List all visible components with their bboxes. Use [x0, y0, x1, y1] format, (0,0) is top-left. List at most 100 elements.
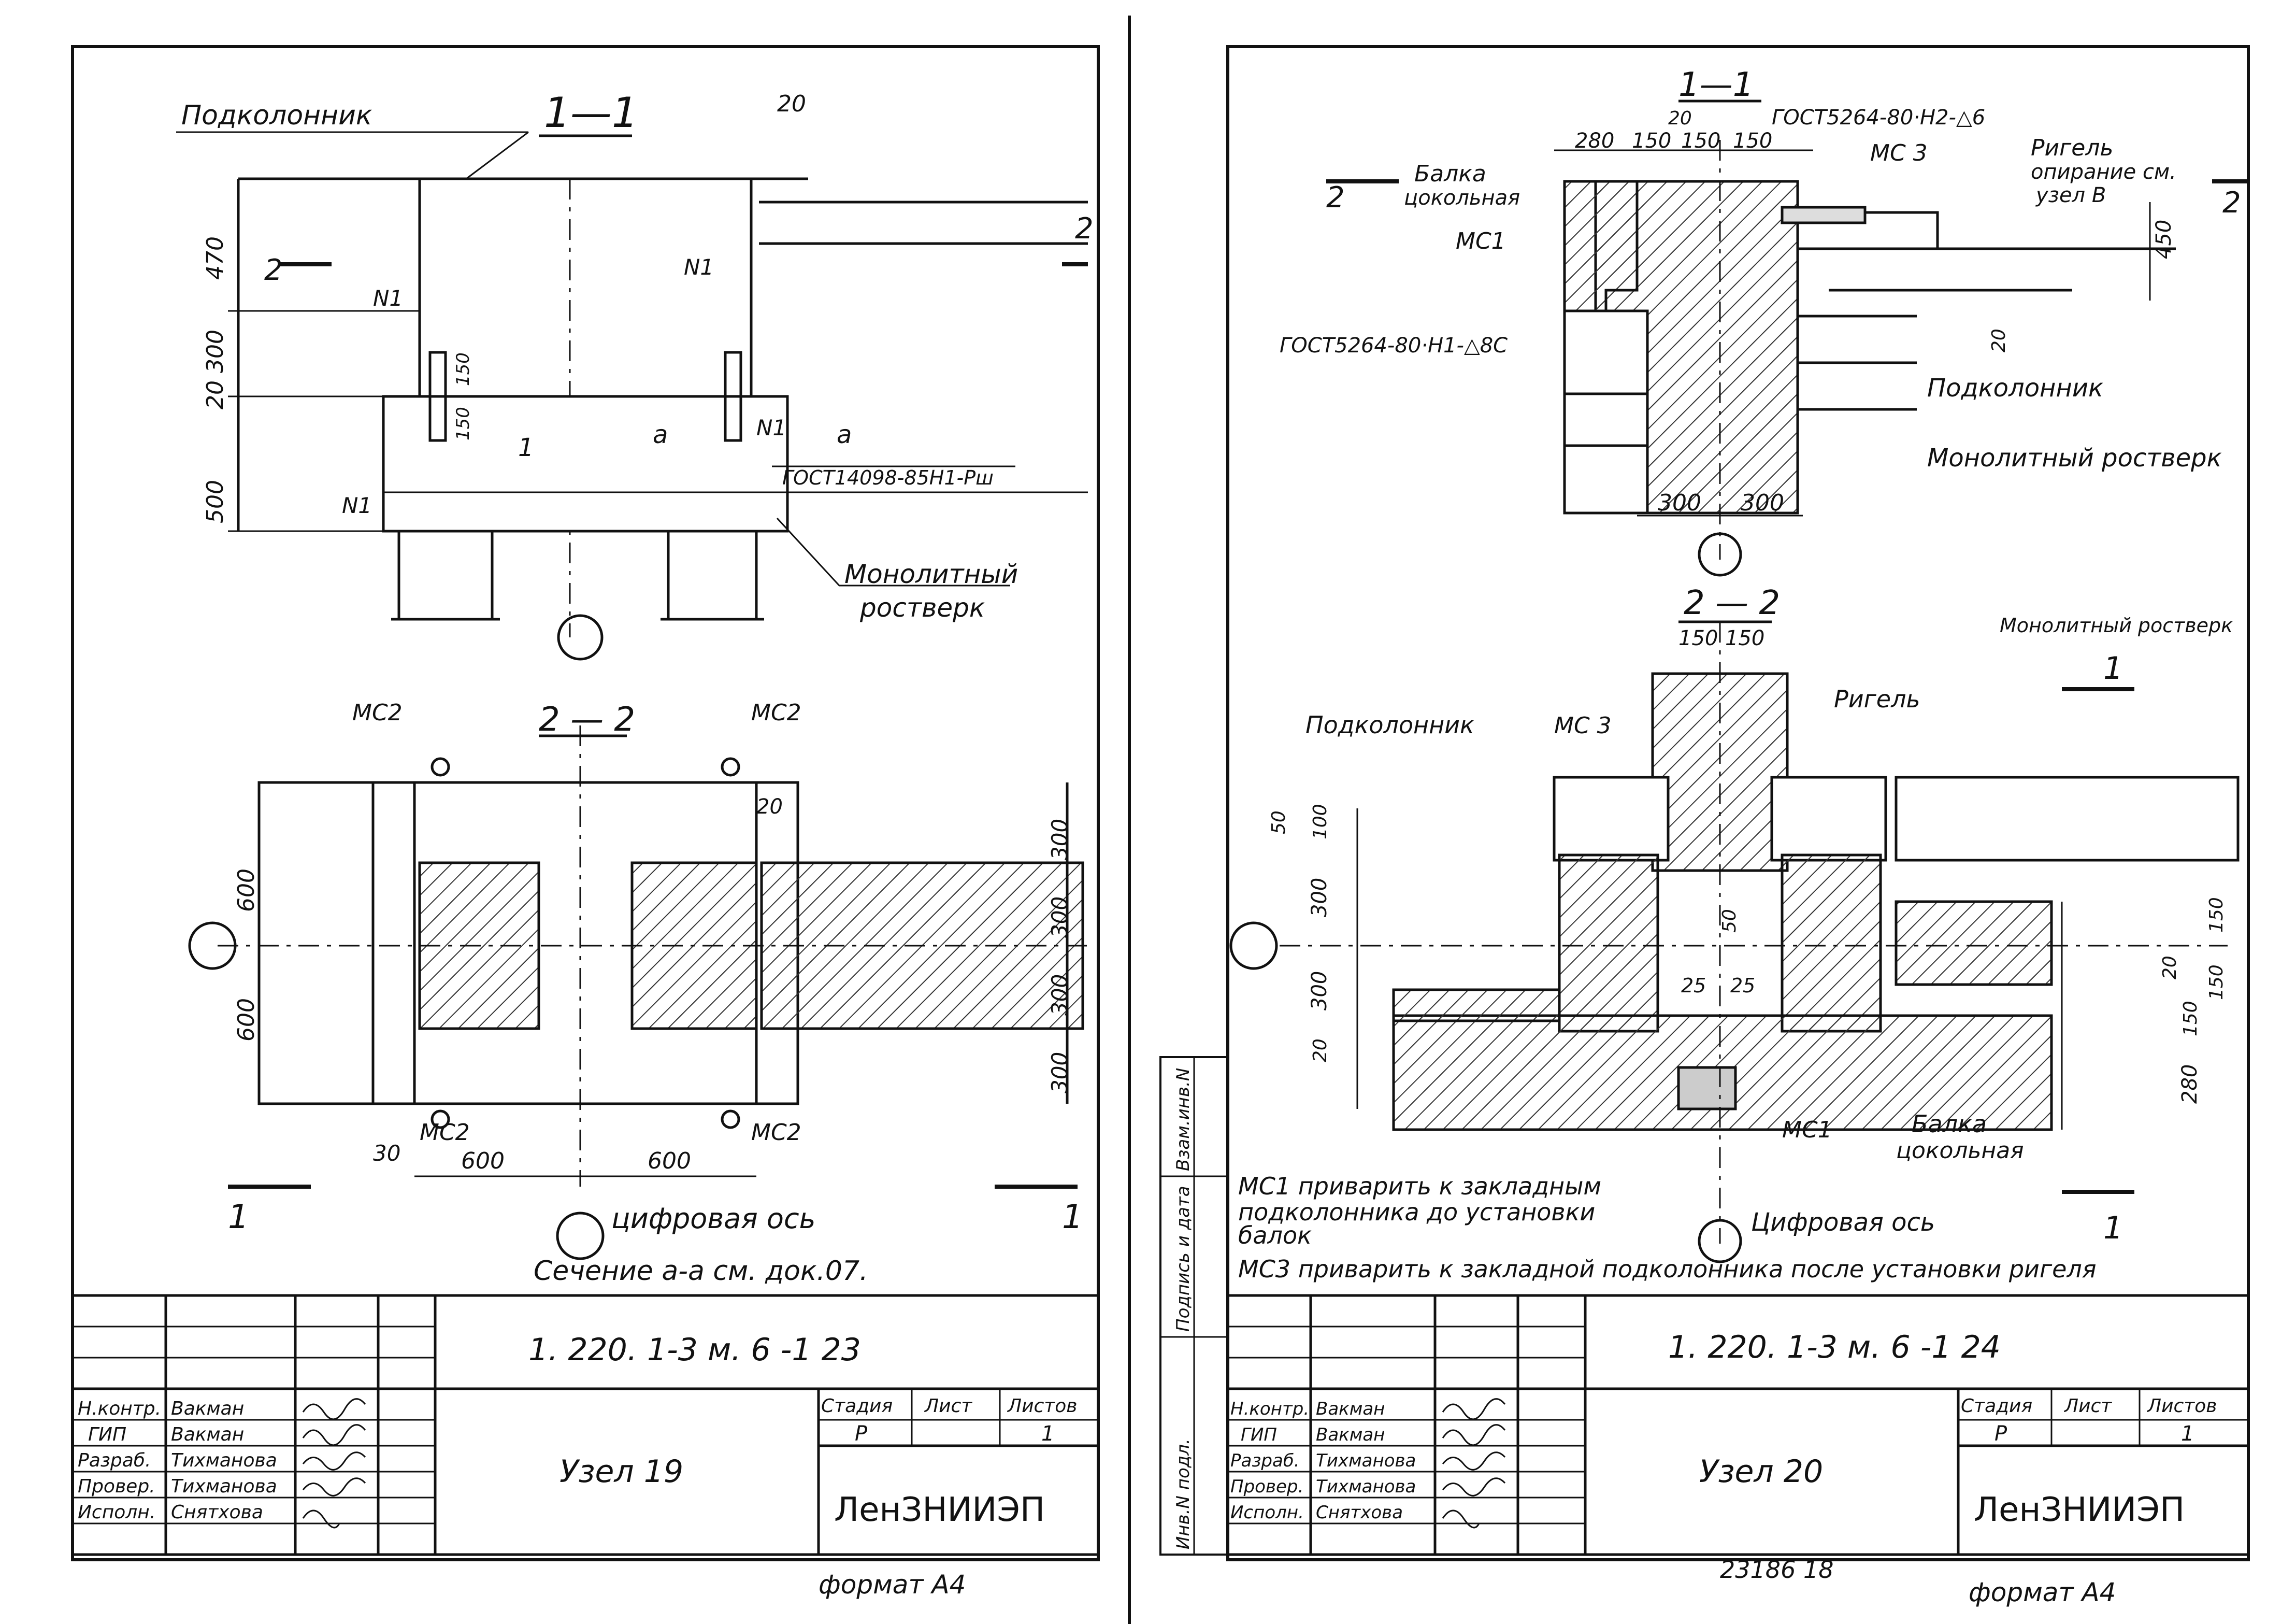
left-name-3: Тихманова	[171, 1476, 277, 1497]
left-dim-300-3: 300	[1047, 974, 1072, 1016]
right-side-stamp-1: Подпись и дата	[1173, 1186, 1194, 1332]
right-bottom-numbers: 23186 18	[1720, 1556, 1834, 1584]
left-section-2-2	[188, 725, 1088, 1260]
right-name-3: Тихманова	[1316, 1476, 1416, 1497]
left-format: формат А4	[819, 1570, 966, 1600]
left-mc2-tl: МС2	[352, 700, 403, 726]
right-dim-300a: 300	[1658, 490, 1701, 516]
left-marker-1-left: 1	[228, 1198, 249, 1236]
left-label-rostverk-1: Монолитный	[844, 559, 1018, 589]
right-node-title: Узел 20	[1699, 1454, 1823, 1490]
left-dim-470: 470	[202, 236, 228, 280]
right-org: ЛенЗНИИЭП	[1974, 1491, 2185, 1529]
left-dim-20: 20	[202, 380, 228, 409]
left-dim-600-h1: 600	[461, 1148, 505, 1174]
right-2-2-mc3: МС 3	[1554, 713, 1612, 739]
right-note-1: подколонника до установки	[1238, 1198, 1595, 1226]
left-signatures	[302, 1398, 366, 1529]
right-dim-150b: 150	[1681, 129, 1720, 153]
right-2-2-dim-50: 50	[1268, 810, 1289, 834]
right-section-1-1-title: 1—1	[1678, 66, 1754, 104]
left-name-1: Вакман	[171, 1424, 244, 1445]
left-dim-600-top: 600	[233, 868, 260, 912]
left-dim-600-bot: 600	[233, 998, 260, 1042]
left-name-4: Снятхова	[171, 1502, 263, 1523]
right-label-rigel-1: Ригель	[2031, 135, 2113, 161]
left-section-1-1-title: 1—1	[544, 89, 638, 137]
right-dim-20: 20	[1668, 108, 1692, 129]
right-frame	[1226, 45, 2250, 1561]
right-role-1: ГИП	[1241, 1424, 1277, 1445]
right-gost-left: ГОСТ5264-80·Н1-△8С	[1280, 334, 1508, 358]
left-dim-300-2: 300	[1047, 896, 1072, 938]
left-role-4: Исполн.	[78, 1502, 155, 1523]
left-mc2-bl: МС2	[420, 1119, 470, 1146]
left-section-2-2-title: 2 — 2	[539, 701, 635, 739]
right-2-2-dim-150e: 150	[2180, 1001, 2201, 1036]
left-marker-1-right: 1	[1062, 1198, 1083, 1236]
left-node-title: Узел 19	[559, 1454, 683, 1490]
right-title-block	[1226, 1294, 2250, 1556]
right-2-2-dim-20: 20	[1310, 1038, 1331, 1062]
right-sheet-value: 1	[2181, 1422, 2194, 1446]
left-dim-30: 30	[373, 1141, 400, 1166]
left-sheets-header: Листов	[1007, 1395, 1077, 1417]
right-2-2-axis-label: Цифровая ось	[1751, 1208, 1935, 1237]
right-2-2-dim-280: 280	[2178, 1064, 2202, 1104]
right-sheets-header: Листов	[2146, 1395, 2217, 1417]
right-stage-value: Р	[1994, 1422, 2007, 1446]
right-dim-450: 450	[2152, 220, 2176, 259]
left-stage-header: Стадия	[821, 1395, 893, 1417]
left-dim-500: 500	[202, 480, 228, 523]
left-dim-300-1: 300	[1047, 819, 1072, 860]
right-signatures	[1442, 1398, 1506, 1529]
right-2-2-label-balka-2: цокольная	[1896, 1137, 2024, 1164]
right-2-2-label-balka-1: Балка	[1912, 1110, 1987, 1138]
left-section-a-right: а	[837, 420, 852, 449]
left-mc2-tr: МС2	[751, 700, 801, 726]
left-dim-600-h2: 600	[648, 1148, 691, 1174]
right-mc3: МС 3	[1870, 140, 1928, 166]
left-role-3: Провер.	[78, 1476, 155, 1497]
right-format: формат А4	[1969, 1577, 2116, 1607]
right-stage-header: Стадия	[1961, 1395, 2032, 1417]
right-note-3: МС3 приварить к закладной подколонника п…	[1238, 1255, 2097, 1283]
left-sheet-header: Лист	[924, 1395, 972, 1417]
right-2-2-marker-1-top: 1	[2103, 650, 2123, 687]
right-dim-300b: 300	[1741, 490, 1784, 516]
right-2-2-dim-300a: 300	[1308, 878, 1331, 917]
right-label-rigel-3: узел В	[2035, 183, 2106, 207]
right-role-3: Провер.	[1230, 1476, 1303, 1497]
right-note-2: балок	[1238, 1221, 1312, 1249]
right-2-2-dim-25b: 25	[1730, 974, 1755, 997]
right-2-2-marker-1-bot: 1	[2103, 1210, 2123, 1246]
left-n1-b: N1	[684, 254, 714, 280]
right-2-2-dim-300b: 300	[1308, 971, 1331, 1010]
left-dim-300-4: 300	[1047, 1052, 1072, 1093]
right-name-1: Вакман	[1316, 1424, 1385, 1445]
right-gost-top: ГОСТ5264-80·Н2-△6	[1772, 106, 1985, 130]
right-2-2-mc1: МС1	[1782, 1117, 1832, 1143]
right-side-stamp-2: Взам.инв.N	[1173, 1068, 1194, 1171]
right-role-2: Разраб.	[1230, 1450, 1300, 1471]
right-dim-280: 280	[1575, 129, 1614, 153]
right-side-stamp-0: Инв.N подл.	[1173, 1438, 1194, 1549]
left-role-2: Разраб.	[78, 1450, 151, 1471]
right-role-4: Исполн.	[1230, 1502, 1304, 1523]
right-role-0: Н.контр.	[1230, 1399, 1309, 1419]
left-axis-label: цифровая ось	[611, 1202, 815, 1235]
left-role-1: ГИП	[88, 1424, 126, 1445]
left-section-1-1	[176, 131, 1088, 661]
left-label-podkolonnik: Подколонник	[181, 100, 372, 131]
right-name-4: Снятхова	[1316, 1502, 1403, 1523]
left-mc2-br: МС2	[751, 1119, 801, 1146]
left-stage-value: Р	[855, 1422, 868, 1446]
left-title-block	[71, 1294, 1100, 1556]
right-2-2-dim-150d: 150	[2206, 964, 2227, 1000]
left-dim-150b: 150	[453, 407, 473, 440]
right-name-2: Тихманова	[1316, 1450, 1416, 1471]
right-label-balka-2: цокольная	[1404, 186, 1520, 210]
right-sheet-header: Лист	[2063, 1395, 2112, 1417]
right-2-2-dim-150c: 150	[2206, 897, 2227, 933]
